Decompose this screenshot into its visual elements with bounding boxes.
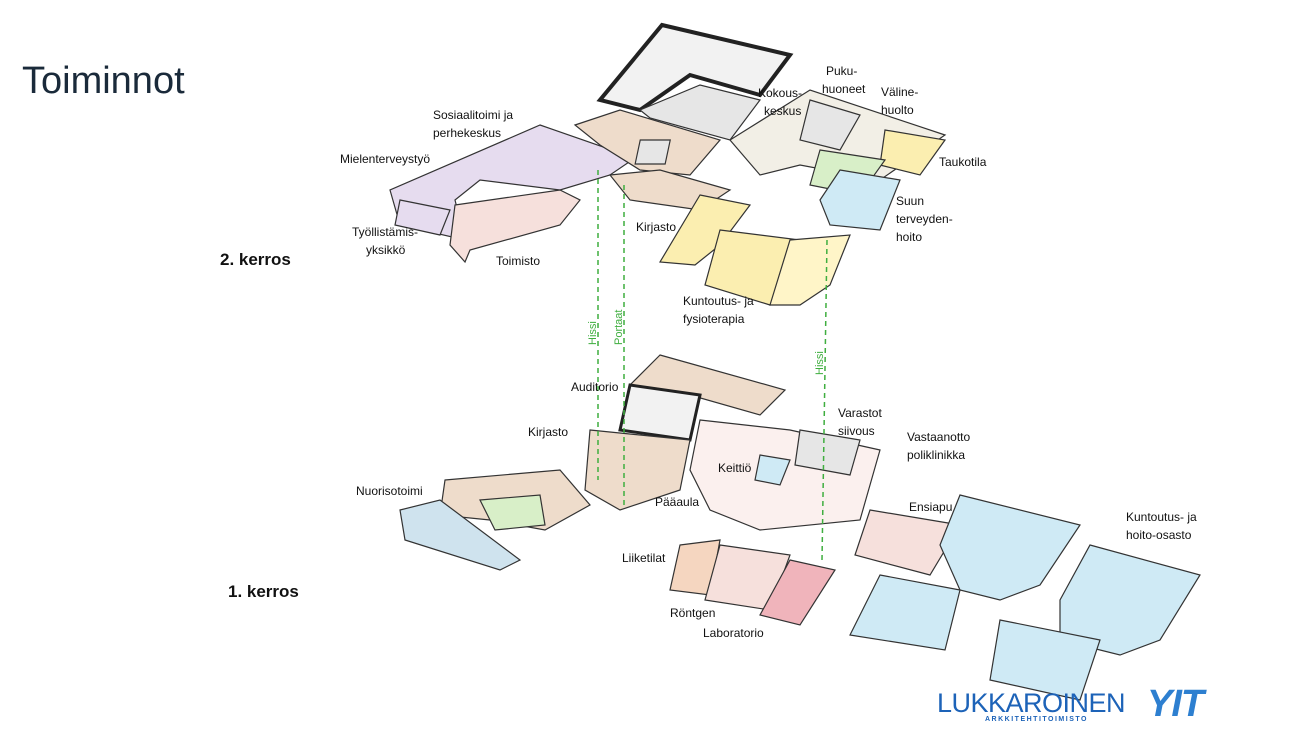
label-mielenterveys: Mielenterveystyö [340,152,430,166]
laboratorio-block [759,559,836,626]
floor-1-plan [399,354,1201,701]
kuntoutus-block-a [658,194,752,266]
label-vastaanotto-2: poliklinikka [907,448,965,462]
yit-logo: YIT [1147,683,1204,725]
lukkaroinen-logo-sub: ARKKITEHTITOIMISTO [985,716,1088,723]
hissi-right-label: Hissi [814,351,826,375]
nuorisotoimi-hall [399,499,522,571]
floor-1-labels: Auditorio Kirjasto Nuorisotoimi Keittiö … [356,380,1197,640]
upper-building-block [596,22,794,113]
kuntoutus-block-c [769,234,851,306]
osasto-block-b [849,574,961,651]
hissi-left-label: Hissi [587,321,599,345]
label-toimisto: Toimisto [496,254,540,268]
label-kokous-2: keskus [764,104,801,118]
label-puku-2: huoneet [822,82,866,96]
pukuhuoneet [799,99,861,151]
floor-label-1: 1. kerros [228,582,299,601]
label-tyollistamis-2: yksikkö [366,243,406,257]
wing-sosiaalitoimi [389,124,637,241]
label-valine-1: Väline- [881,85,918,99]
green-room [479,494,546,531]
label-liiketilat: Liiketilat [622,551,666,565]
paaaula-area [584,429,691,511]
label-paaaula: Pääaula [655,495,699,509]
floor-2-labels: Sosiaalitoimi ja perhekeskus Mielenterve… [340,64,987,326]
label-kirjasto-2: Kirjasto [636,220,676,234]
grey-block [638,84,762,141]
portaat-label: Portaat [613,310,625,345]
wing-tyollistamis [394,199,451,236]
label-laboratorio: Laboratorio [703,626,764,640]
keittio-blue [754,454,791,486]
label-auditorio: Auditorio [571,380,619,394]
stair-block [634,139,671,165]
suun-terveydenhoito [819,169,901,231]
auditorio-hall [618,383,702,442]
varastot-block [794,429,861,476]
vertical-connections [597,170,828,561]
label-sosiaalitoimi-2: perhekeskus [433,126,501,140]
label-kuntoutus2-2: fysioterapia [683,312,745,326]
label-varastot-1: Varastot [838,406,882,420]
floor-label-2: 2. kerros [220,250,291,269]
label-suun-1: Suun [896,194,924,208]
label-suun-3: hoito [896,230,922,244]
label-vastaanotto-1: Vastaanotto [907,430,970,444]
label-kuntoutus1-2: hoito-osasto [1126,528,1192,542]
label-nuorisotoimi: Nuorisotoimi [356,484,423,498]
wing-toimisto [449,189,581,264]
osasto-block-a [939,494,1081,601]
label-varastot-2: siivous [838,424,875,438]
label-suun-2: terveyden- [896,212,953,226]
lukkaroinen-logo: LUKKAROINEN [937,688,1126,718]
label-keittio: Keittiö [718,461,752,475]
label-puku-1: Puku- [826,64,857,78]
label-sosiaalitoimi-1: Sosiaalitoimi ja [433,108,513,122]
osasto-block-d [989,619,1101,701]
label-tyollistamis-1: Työllistämis- [352,225,418,239]
label-rontgen: Röntgen [670,606,715,620]
floor-2-plan [389,22,947,306]
ensiapu-block [854,509,961,576]
osasto-block-c [1059,544,1201,656]
label-kuntoutus2-1: Kuntoutus- ja [683,294,754,308]
label-valine-2: huolto [881,103,914,117]
taukotila-block [879,129,947,176]
page-title: Toiminnot [22,60,185,102]
label-kuntoutus1-1: Kuntoutus- ja [1126,510,1197,524]
label-kokous-1: Kokous- [758,86,802,100]
label-ensiapu: Ensiapu [909,500,952,514]
label-taukotila: Taukotila [939,155,987,169]
label-kirjasto-1: Kirjasto [528,425,568,439]
